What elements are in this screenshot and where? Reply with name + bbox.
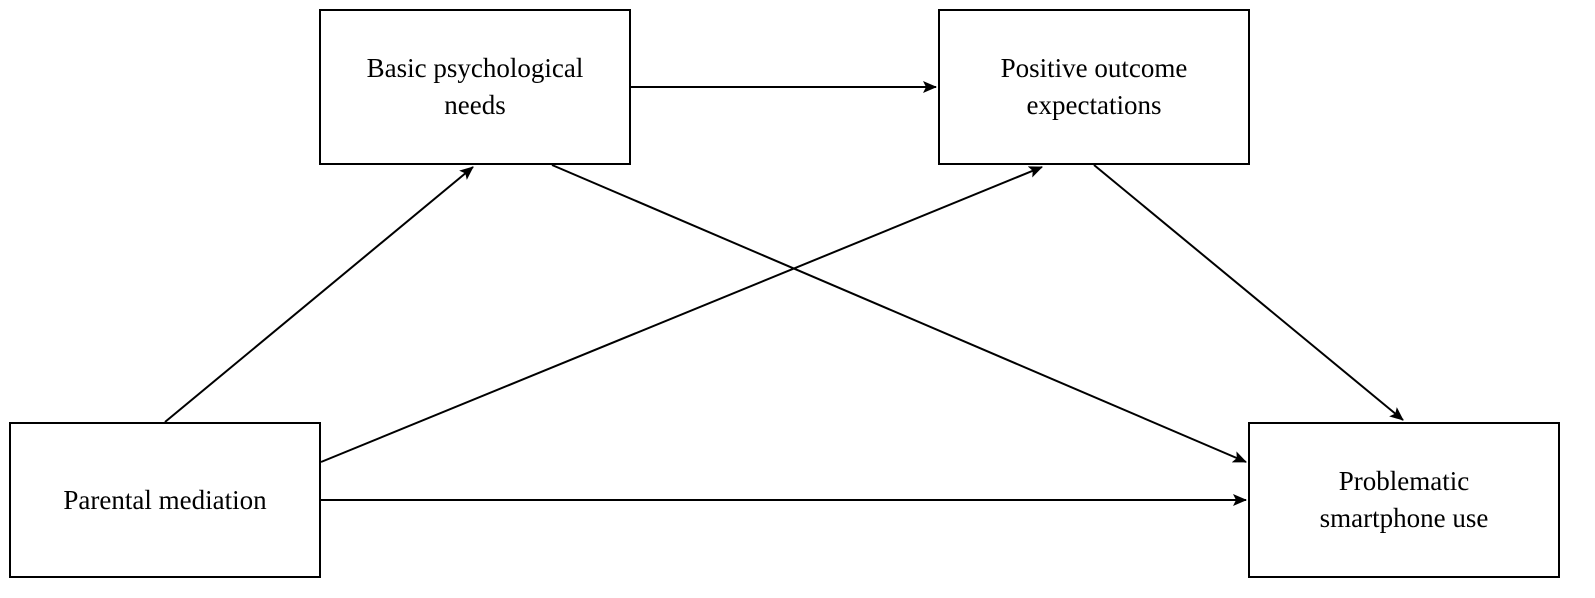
node-label-basic-psychological-needs: Basic psychological needs: [366, 53, 584, 120]
edge-parental-to-basic-needs: [164, 166, 474, 423]
node-positive-outcome-expectations: Positive outcome expectations: [938, 9, 1250, 165]
edge-basic-needs-to-problematic-use: [551, 164, 1247, 463]
node-label-parental-mediation: Parental mediation: [63, 484, 267, 515]
edge-positive-outcome-to-problematic-use: [1093, 164, 1404, 421]
node-problematic-smartphone-use: Problematic smartphone use: [1248, 422, 1560, 578]
node-label-problematic-smartphone-use: Problematic smartphone use: [1319, 466, 1489, 533]
node-label-positive-outcome-expectations: Positive outcome expectations: [1000, 53, 1188, 120]
node-parental-mediation: Parental mediation: [9, 422, 321, 578]
node-basic-psychological-needs: Basic psychological needs: [319, 9, 631, 165]
edge-parental-to-positive-outcome: [320, 166, 1043, 463]
